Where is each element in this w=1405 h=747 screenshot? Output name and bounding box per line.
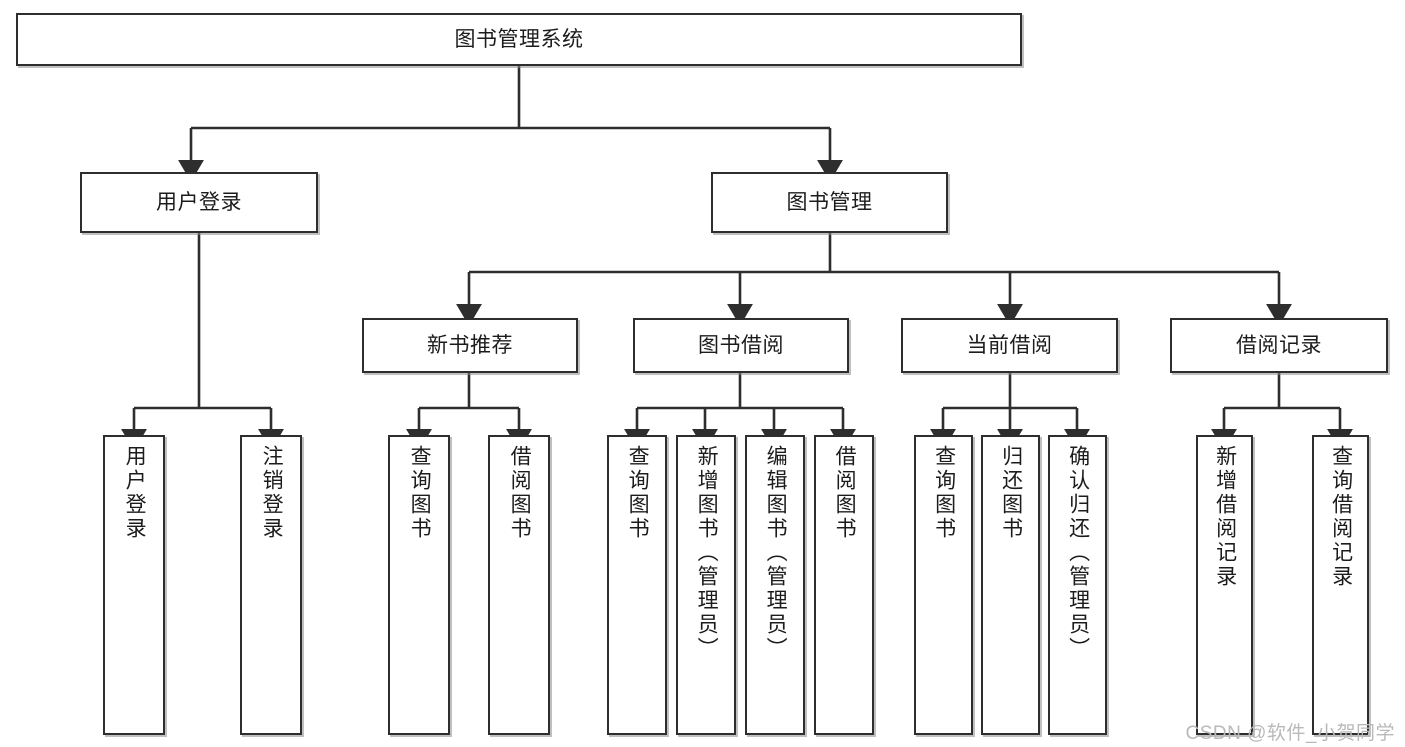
node-label: 用户登录 <box>123 445 147 541</box>
node-label: 注销登录 <box>260 445 284 541</box>
node-label: 新书推荐 <box>427 333 513 357</box>
node-new-book-recommend[interactable]: 新书推荐 <box>362 318 578 373</box>
watermark-text: CSDN @软件_小贺同学 <box>1185 723 1395 744</box>
node-borrow-record[interactable]: 借阅记录 <box>1170 318 1388 373</box>
leaf-book-borrow-add[interactable]: 新增图书（管理员） <box>676 435 736 735</box>
leaf-current-borrow-return[interactable]: 归还图书 <box>981 435 1040 735</box>
node-label: 图书借阅 <box>698 333 784 357</box>
leaf-borrow-record-add[interactable]: 新增借阅记录 <box>1196 435 1253 735</box>
node-label: 图书管理系统 <box>454 27 584 51</box>
edges-currentborrow-to-leaves <box>930 373 1090 451</box>
node-label: 确认归还（管理员） <box>1066 445 1090 661</box>
node-label: 查询借阅记录 <box>1329 445 1353 589</box>
node-label: 借阅图书 <box>508 445 532 541</box>
leaf-user-login-login[interactable]: 用户登录 <box>103 435 165 735</box>
node-label: 编辑图书（管理员） <box>764 445 788 661</box>
node-label: 查询图书 <box>932 445 956 541</box>
leaf-current-borrow-query[interactable]: 查询图书 <box>914 435 973 735</box>
node-label: 用户登录 <box>156 190 242 214</box>
edges-userlogin-to-leaves <box>121 233 284 451</box>
edges-borrowrecord-to-leaves <box>1211 373 1353 451</box>
node-label: 新增图书（管理员） <box>695 445 719 661</box>
edges-root-to-level2 <box>178 66 843 182</box>
node-label: 借阅图书 <box>833 445 857 541</box>
leaf-borrow-record-query[interactable]: 查询借阅记录 <box>1312 435 1369 735</box>
edges-bookborrow-to-leaves <box>624 373 856 451</box>
leaf-current-borrow-confirm[interactable]: 确认归还（管理员） <box>1048 435 1107 735</box>
node-label: 查询图书 <box>626 445 650 541</box>
leaf-book-borrow-edit[interactable]: 编辑图书（管理员） <box>745 435 805 735</box>
node-label: 归还图书 <box>999 445 1023 541</box>
node-label: 借阅记录 <box>1236 333 1322 357</box>
leaf-new-book-query[interactable]: 查询图书 <box>388 435 450 735</box>
leaf-new-book-borrow[interactable]: 借阅图书 <box>488 435 550 735</box>
node-label: 新增借阅记录 <box>1213 445 1237 589</box>
node-user-login[interactable]: 用户登录 <box>80 172 318 233</box>
node-book-management[interactable]: 图书管理 <box>711 172 948 233</box>
leaf-book-borrow-query[interactable]: 查询图书 <box>607 435 667 735</box>
edges-newbook-to-leaves <box>406 373 532 451</box>
node-label: 查询图书 <box>408 445 432 541</box>
node-root-system[interactable]: 图书管理系统 <box>16 13 1022 66</box>
edges-bookmgmt-to-level3 <box>456 233 1292 326</box>
node-label: 图书管理 <box>786 190 873 214</box>
node-label: 当前借阅 <box>966 333 1053 357</box>
node-current-borrow[interactable]: 当前借阅 <box>901 318 1118 373</box>
leaf-user-login-logout[interactable]: 注销登录 <box>240 435 302 735</box>
leaf-book-borrow-borrow[interactable]: 借阅图书 <box>814 435 874 735</box>
node-book-borrow[interactable]: 图书借阅 <box>633 318 849 373</box>
